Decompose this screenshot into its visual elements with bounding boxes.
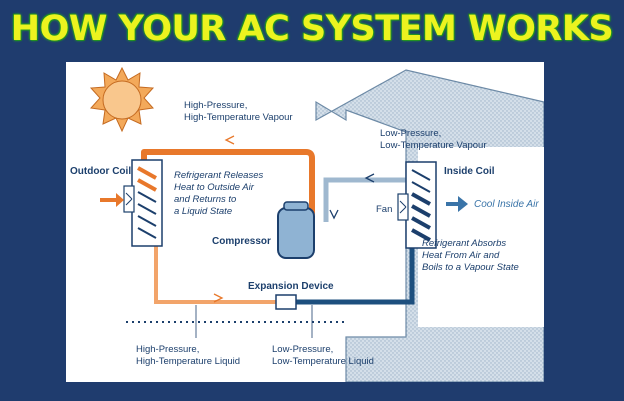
hp-vapour-label: High-Pressure, xyxy=(184,100,247,111)
inside-coil xyxy=(405,161,437,249)
cool-air-label: Cool Inside Air xyxy=(474,199,539,210)
inside-coil-label: Inside Coil xyxy=(444,166,495,177)
outside-air-arrow xyxy=(100,193,124,207)
house-interior xyxy=(418,147,544,327)
lp-liquid-label-2: Low-Temperature Liquid xyxy=(272,356,374,367)
absorb-note-2: Heat From Air and xyxy=(422,250,500,261)
release-note-1: Refrigerant Releases xyxy=(174,170,263,181)
compressor-label: Compressor xyxy=(212,236,271,247)
slide-title: HOW YOUR AC SYSTEM WORKS xyxy=(10,9,614,49)
flow-arrow-hot-liquid xyxy=(213,293,224,303)
outdoor-fan-icon xyxy=(123,185,135,213)
release-note-4: a Liquid State xyxy=(174,206,232,217)
flow-arrow-cold-down xyxy=(329,209,339,220)
ac-diagram: High-Pressure, High-Temperature Vapour L… xyxy=(70,66,544,382)
compressor xyxy=(277,201,315,259)
outdoor-coil xyxy=(131,159,163,247)
flow-arrow-hot-vapour xyxy=(224,135,235,145)
cold-liquid-pipe xyxy=(296,237,415,305)
flow-arrow-cold-vapour xyxy=(364,173,375,183)
expansion-device xyxy=(275,294,297,310)
expansion-device-label: Expansion Device xyxy=(248,281,334,292)
absorb-note-3: Boils to a Vapour State xyxy=(422,262,519,273)
release-note-2: Heat to Outside Air xyxy=(174,182,255,193)
inside-fan-icon xyxy=(397,193,409,221)
cool-air-arrow xyxy=(446,196,468,212)
hp-vapour-label-2: High-Temperature Vapour xyxy=(184,112,293,123)
cold-vapour-pipe xyxy=(323,177,406,222)
hp-liquid-label-2: High-Temperature Liquid xyxy=(136,356,240,367)
lp-liquid-label: Low-Pressure, xyxy=(272,344,333,355)
release-note-3: and Returns to xyxy=(174,194,236,205)
hp-liquid-label: High-Pressure, xyxy=(136,344,199,355)
hot-liquid-pipe xyxy=(154,242,278,304)
absorb-note-1: Refrigerant Absorbs xyxy=(422,238,506,249)
lp-vapour-label: Low-Pressure, xyxy=(380,128,441,139)
sun-icon xyxy=(89,66,155,133)
outdoor-coil-label: Outdoor Coil xyxy=(70,166,131,177)
fan-label: Fan xyxy=(376,204,392,215)
diagram-panel: High-Pressure, High-Temperature Vapour L… xyxy=(66,62,544,382)
lp-vapour-label-2: Low-Temperature Vapour xyxy=(380,140,487,151)
